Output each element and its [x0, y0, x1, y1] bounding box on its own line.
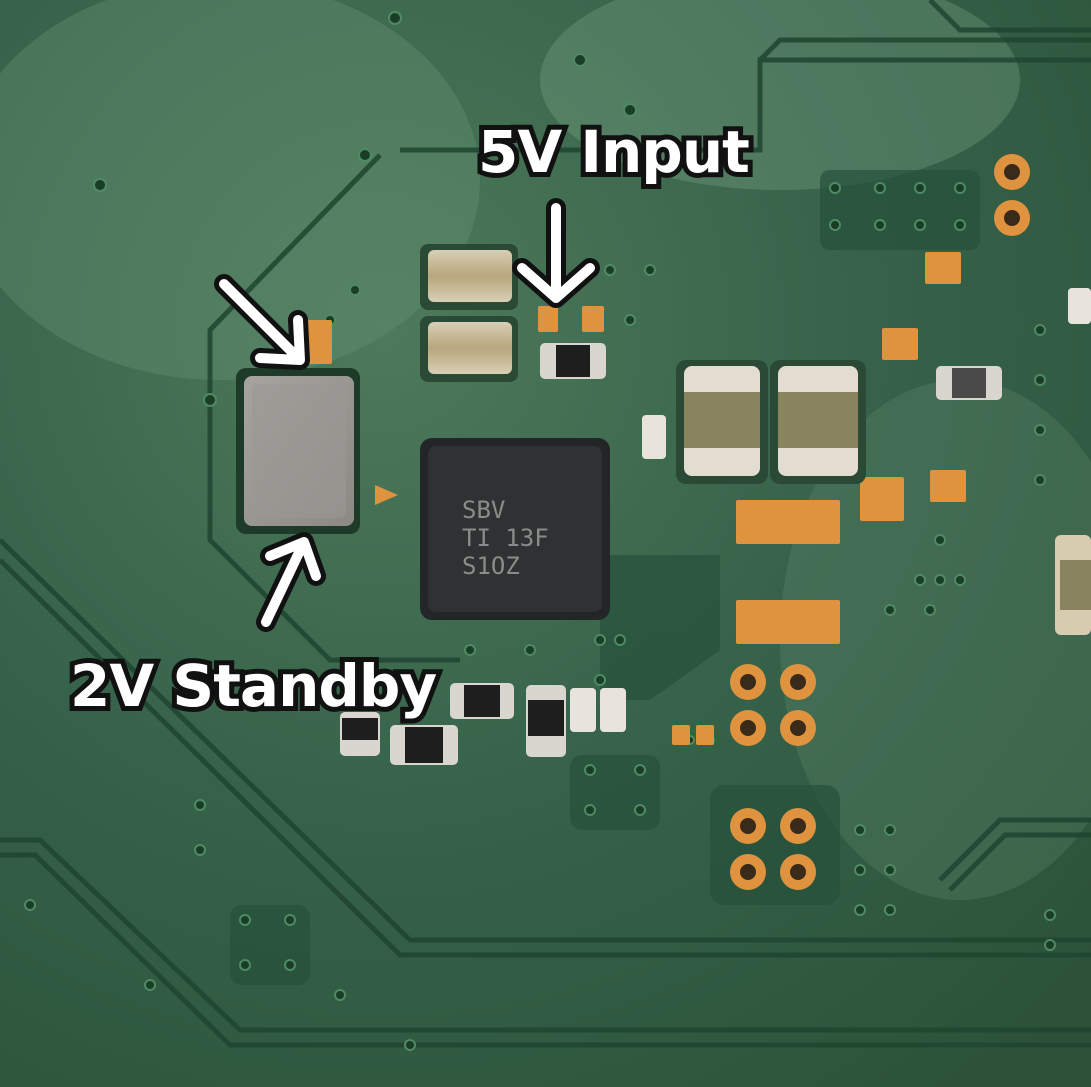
arrows: [214, 198, 600, 632]
resistors: [340, 288, 1091, 765]
through-holes: [730, 154, 1030, 890]
copper-pads: [306, 252, 966, 745]
capacitors: [420, 244, 1091, 635]
input-voltage-label: 5V Input: [473, 113, 755, 191]
chip-marking-2: TI 13F: [462, 524, 549, 552]
chip-marking-1: SBV: [462, 496, 505, 524]
standby-voltage-label: 2V Standby: [65, 647, 442, 725]
chip-marking-3: S1OZ: [462, 552, 520, 580]
pcb-traces: [0, 0, 1091, 1048]
